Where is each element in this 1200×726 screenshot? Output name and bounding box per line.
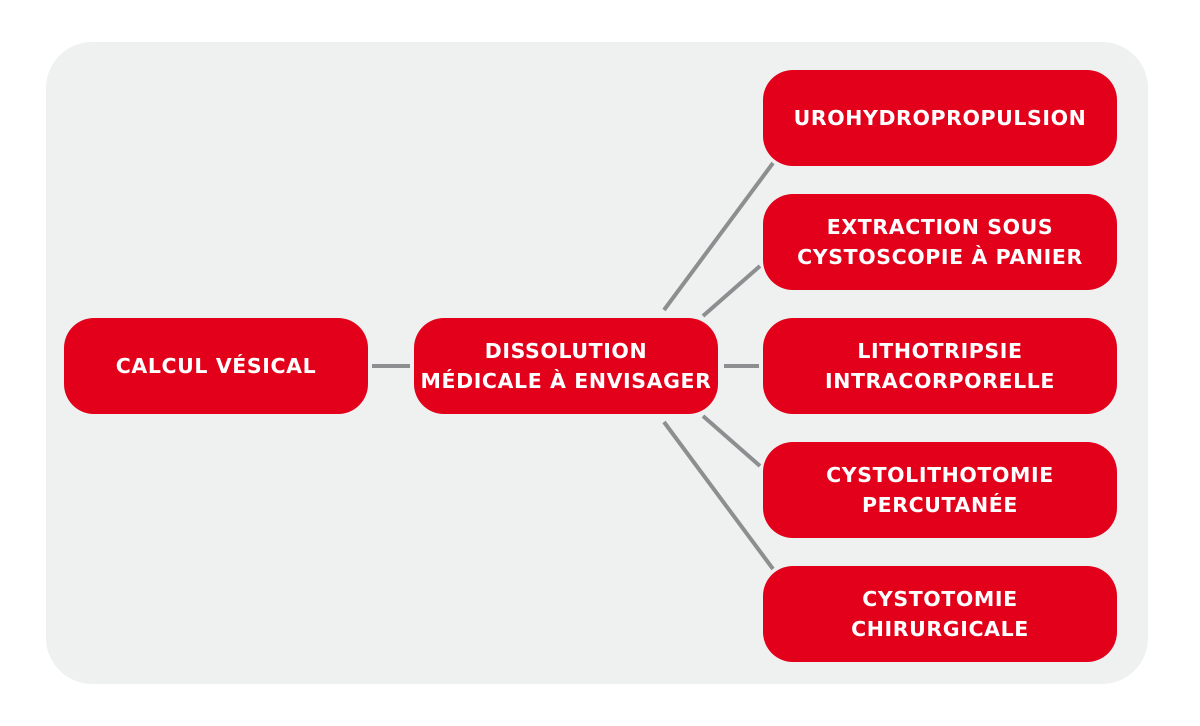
connector-to-option-4 <box>662 420 775 571</box>
connector-to-option-0 <box>662 161 775 312</box>
option-label-line-2: CYSTOSCOPIE À PANIER <box>797 245 1083 269</box>
root-node: CALCUL VÉSICAL <box>64 318 368 414</box>
option-node-cystolithotomie: CYSTOLITHOTOMIE PERCUTANÉE <box>763 442 1117 538</box>
option-node-urohydropropulsion: UROHYDROPROPULSION <box>763 70 1117 166</box>
option-node-cystotomie: CYSTOTOMIE CHIRURGICALE <box>763 566 1117 662</box>
root-node-label: CALCUL VÉSICAL <box>115 354 317 378</box>
option-node-extraction: EXTRACTION SOUS CYSTOSCOPIE À PANIER <box>763 194 1117 290</box>
option-label-line-2: INTRACORPORELLE <box>824 369 1056 393</box>
option-label-line-2: PERCUTANÉE <box>862 493 1018 517</box>
option-label-line-1: CYSTOTOMIE <box>862 587 1018 611</box>
connector-to-option-1 <box>701 264 762 318</box>
option-label-line-1: CYSTOLITHOTOMIE <box>826 463 1054 487</box>
option-label-line-1: LITHOTRIPSIE <box>857 339 1023 363</box>
middle-node: DISSOLUTION MÉDICALE À ENVISAGER <box>414 318 718 414</box>
option-node-lithotripsie: LITHOTRIPSIE INTRACORPORELLE <box>763 318 1117 414</box>
connector-to-option-3 <box>701 414 762 468</box>
middle-node-line-1: DISSOLUTION <box>484 339 648 363</box>
option-label-line-1: UROHYDROPROPULSION <box>793 106 1087 130</box>
middle-node-line-2: MÉDICALE À ENVISAGER <box>420 369 712 393</box>
option-label-line-2: CHIRURGICALE <box>851 617 1029 641</box>
option-label-line-1: EXTRACTION SOUS <box>826 215 1054 239</box>
